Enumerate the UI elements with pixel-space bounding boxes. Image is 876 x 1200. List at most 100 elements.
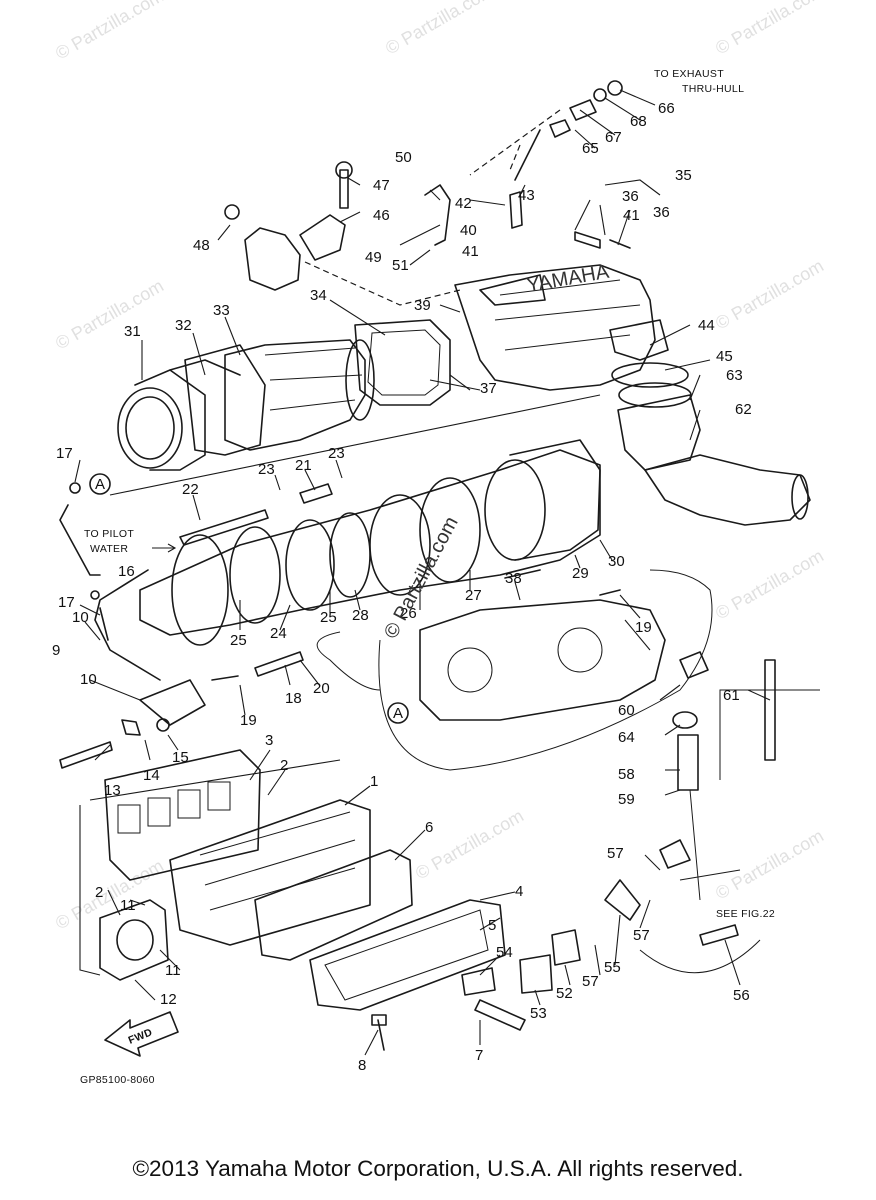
part-label: 2 xyxy=(95,884,103,901)
part-label: 18 xyxy=(285,690,302,707)
part-label: 38 xyxy=(505,570,522,587)
part-label: 3 xyxy=(265,732,273,749)
diagram-code: GP85100-8060 xyxy=(80,1074,155,1086)
part-label: 1 xyxy=(370,773,378,790)
part-label: 16 xyxy=(118,563,135,580)
annotations: TO EXHAUST THRU-HULL TO PILOT WATER SEE … xyxy=(80,68,775,1086)
part-label: 63 xyxy=(726,367,743,384)
part-label: 32 xyxy=(175,317,192,334)
part-label: 15 xyxy=(172,749,189,766)
part-label: 17 xyxy=(58,594,75,611)
part-label: 12 xyxy=(160,991,177,1008)
exhaust-manifold xyxy=(59,741,526,1051)
part-label: 5 xyxy=(488,917,496,934)
part-label: 28 xyxy=(352,607,369,624)
part-label: 66 xyxy=(658,100,675,117)
part-label: 31 xyxy=(124,323,141,340)
part-label: 54 xyxy=(496,944,513,961)
part-label: 56 xyxy=(733,987,750,1004)
part-label: 19 xyxy=(240,712,257,729)
part-label: 57 xyxy=(633,927,650,944)
part-label: 64 xyxy=(618,729,635,746)
part-label: 22 xyxy=(182,481,199,498)
fwd-arrow-icon: FWD xyxy=(104,1011,179,1057)
part-label: 13 xyxy=(104,782,121,799)
part-label: 35 xyxy=(675,167,692,184)
part-label: 36 xyxy=(653,204,670,221)
part-label: 26 xyxy=(400,605,417,622)
part-label: 7 xyxy=(475,1047,483,1064)
part-label: 41 xyxy=(462,243,479,260)
watermark: © Partzilla.com xyxy=(712,255,827,333)
part-label: 4 xyxy=(515,883,523,900)
part-label: 67 xyxy=(605,129,622,146)
svg-text:A: A xyxy=(393,705,403,722)
part-label: 42 xyxy=(455,195,472,212)
part-label: 50 xyxy=(395,149,412,166)
note-pilot-line2: WATER xyxy=(90,543,128,555)
part-label: 11 xyxy=(165,962,181,979)
middle-pipe-assembly xyxy=(94,439,601,726)
part-number-labels: 1 2 2 3 4 5 6 7 8 9 10 10 11 11 12 13 14… xyxy=(52,100,752,1074)
part-label: 33 xyxy=(213,302,230,319)
part-label: 10 xyxy=(72,609,89,626)
water-hoses xyxy=(424,80,623,246)
reference-lines xyxy=(79,261,601,976)
watermark: © Partzilla.com xyxy=(712,825,827,903)
watermark: © Partzilla.com xyxy=(52,0,167,63)
part-label: 37 xyxy=(480,380,497,397)
reference-marker-a-top: A xyxy=(89,473,111,495)
note-exhaust-line1: TO EXHAUST xyxy=(654,68,724,80)
part-label: 10 xyxy=(80,671,97,688)
cylinder-head-outline xyxy=(316,569,713,771)
part-label: 29 xyxy=(572,565,589,582)
part-label: 48 xyxy=(193,237,210,254)
part-label: 9 xyxy=(52,642,60,659)
part-label: 34 xyxy=(310,287,327,304)
cooling-hoses xyxy=(461,651,820,996)
part-label: 57 xyxy=(607,845,624,862)
part-label: 36 xyxy=(622,188,639,205)
part-label: 68 xyxy=(630,113,647,130)
part-label: 39 xyxy=(414,297,431,314)
watermark: © Partzilla.com xyxy=(712,0,827,58)
part-label: 58 xyxy=(618,766,635,783)
part-label: 11 xyxy=(120,897,136,914)
watermark: © Partzilla.com xyxy=(52,275,167,353)
part-label: 8 xyxy=(358,1057,366,1074)
part-label: 60 xyxy=(618,702,635,719)
mounting-brackets xyxy=(224,161,353,291)
exhaust-parts-diagram: © Partzilla.com © Partzilla.com © Partzi… xyxy=(52,0,827,1086)
part-label: 43 xyxy=(518,187,535,204)
part-label: 44 xyxy=(698,317,715,334)
part-label: 30 xyxy=(608,553,625,570)
part-label: 61 xyxy=(723,687,740,704)
part-label: 45 xyxy=(716,348,733,365)
exhaust-hose-assembly xyxy=(609,319,811,526)
part-label: 17 xyxy=(56,445,73,462)
part-label: 25 xyxy=(230,632,247,649)
part-label: 62 xyxy=(735,401,752,418)
watermarks: © Partzilla.com © Partzilla.com © Partzi… xyxy=(52,0,827,933)
part-label: 19 xyxy=(635,619,652,636)
part-label: 51 xyxy=(392,257,409,274)
part-label: 57 xyxy=(582,973,599,990)
part-label: 52 xyxy=(556,985,573,1002)
part-label: 65 xyxy=(582,140,599,157)
part-label: 47 xyxy=(373,177,390,194)
part-label: 23 xyxy=(258,461,275,478)
watermark: © Partzilla.com xyxy=(52,855,167,933)
svg-text:A: A xyxy=(95,476,105,493)
watermark: © Partzilla.com xyxy=(382,0,497,58)
part-label: 27 xyxy=(465,587,482,604)
note-pilot-line1: TO PILOT xyxy=(84,528,134,540)
part-label: 40 xyxy=(460,222,477,239)
clamps-and-fittings xyxy=(59,482,621,736)
part-label: 6 xyxy=(425,819,433,836)
reference-marker-a-bottom: A xyxy=(387,702,409,724)
part-label: 55 xyxy=(604,959,621,976)
part-label: 14 xyxy=(143,767,160,784)
leader-lines xyxy=(74,89,771,1056)
copyright-notice: ©2013 Yamaha Motor Corporation, U.S.A. A… xyxy=(132,1156,744,1181)
note-exhaust-line2: THRU-HULL xyxy=(682,83,744,95)
